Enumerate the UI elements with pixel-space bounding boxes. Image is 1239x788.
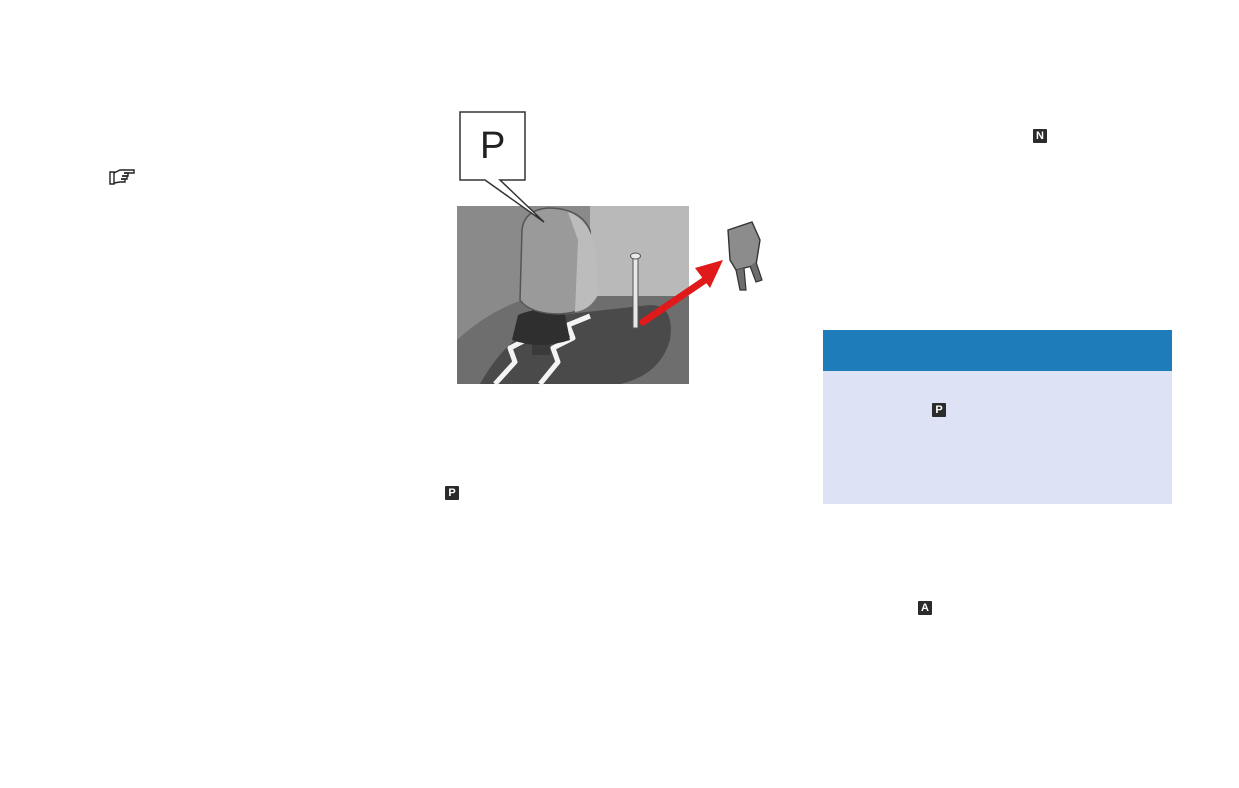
note-panel-header bbox=[823, 330, 1172, 371]
note-panel bbox=[823, 330, 1172, 504]
shift-lock-release-illustration: P bbox=[457, 111, 763, 386]
pointing-hand-icon bbox=[109, 169, 135, 185]
neutral-position-badge: N bbox=[1033, 129, 1047, 143]
park-position-badge: P bbox=[445, 486, 459, 500]
callout-label: P bbox=[480, 125, 505, 167]
callout-a-badge: A bbox=[918, 601, 932, 615]
park-position-badge-panel: P bbox=[932, 403, 946, 417]
